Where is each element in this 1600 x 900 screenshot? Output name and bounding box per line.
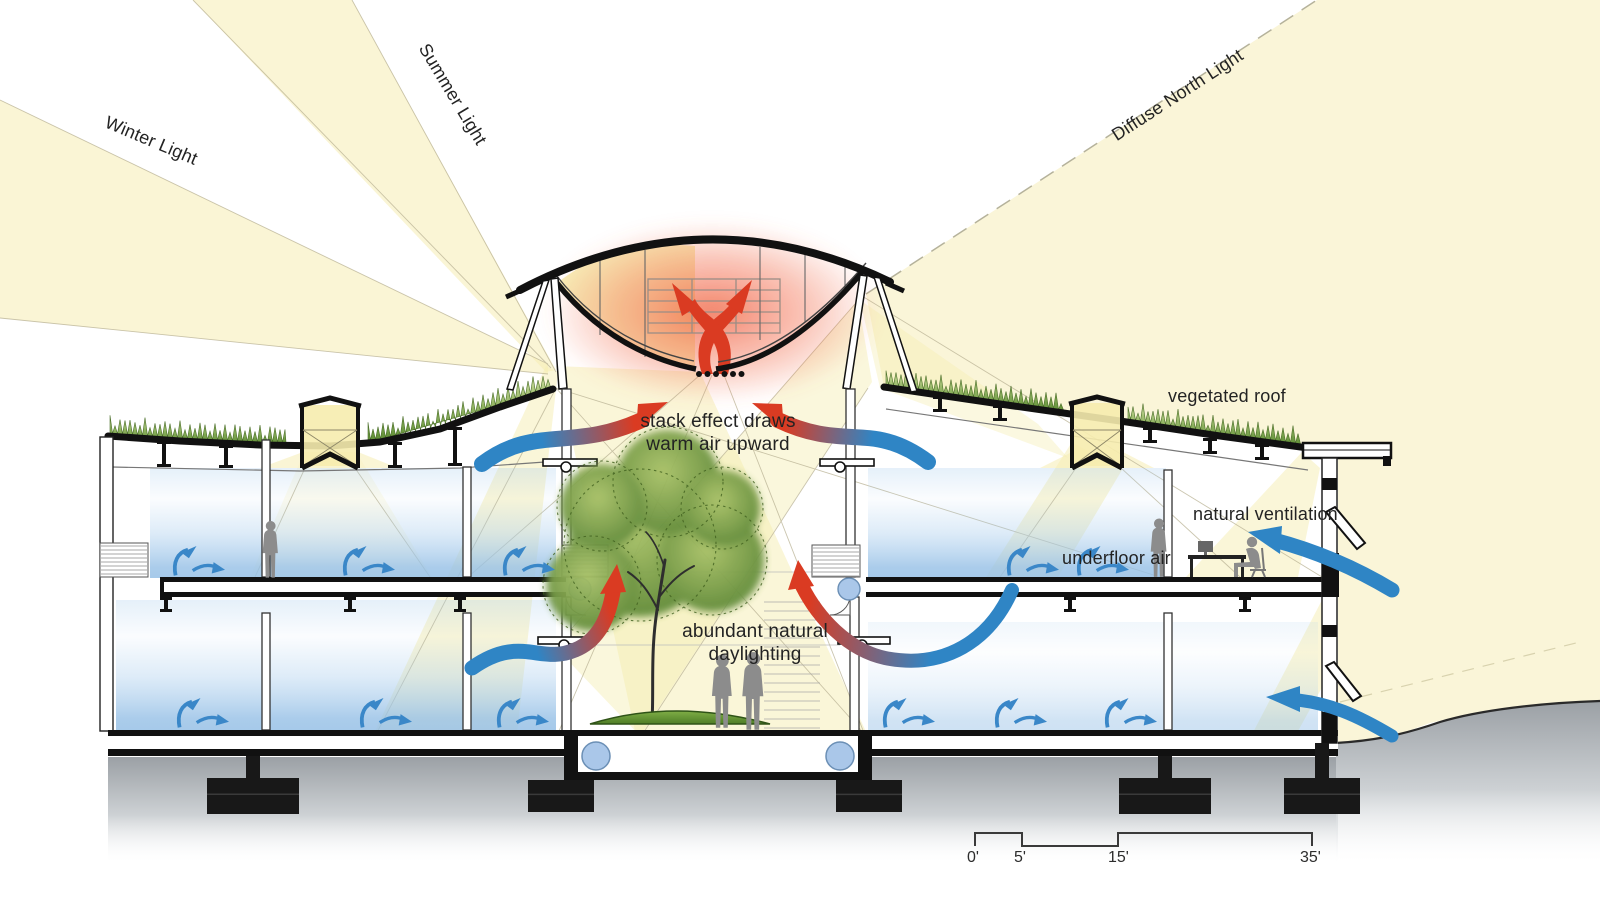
foliage-texture [542,426,768,635]
underfloor-plenum-pit [564,736,872,780]
vent-dots [696,371,745,377]
people [262,518,1266,730]
airflow-ribbons [464,402,1400,743]
supply-duct-right [825,741,855,771]
desk [1188,555,1246,559]
daylighting-line1: abundant natural [682,621,828,642]
right-skylight-monitor [1068,394,1126,471]
open-louver-upper [1324,505,1367,551]
floor-posts [160,597,1251,612]
stack-effect-label: stack effect draws warm air upward [603,410,833,456]
stack-ribbon-right [770,412,936,470]
foundation-footings [207,743,1360,814]
roof-pedestals [157,396,1269,468]
right-sail-baffle [715,268,867,372]
left-ceiling-line [111,461,546,472]
diffuse-north-light-wedge [865,0,1600,743]
atrium-tree [542,426,771,725]
north-light-dashed-boundary [865,0,1318,295]
exhaust-louver-grid [647,278,781,334]
office-chair [1250,547,1266,578]
scale-tick-5: 5' [1014,849,1026,866]
interior-daylight-washes [116,468,1318,731]
left-skylight-monitor [298,395,362,471]
clerestory-mullions [599,247,846,357]
monitor [1198,541,1213,552]
desk-scene [1188,536,1266,578]
underfloor-air-label: underfloor air [1062,548,1171,568]
supply-duct-left [581,741,611,771]
winter-light-beam [0,100,548,374]
upper-floor-slab [160,577,1326,597]
atrium-ribbon-left [464,584,621,676]
stack-effect-line2: warm air upward [646,434,790,455]
scale-bar [974,832,1313,847]
clerestory-roof-cap [516,235,894,294]
left-facade-wall [99,436,114,732]
terrain-outline [1335,699,1600,745]
left-sail-baffle [553,280,697,372]
stack-effect-flames [672,280,752,374]
clerestory-monitor [504,220,918,404]
lower-ventilation-ribbon [1291,693,1399,743]
clerestory-struts [506,274,918,393]
scale-tick-35: 35' [1300,849,1321,866]
scale-tick-15: 15' [1108,849,1129,866]
daylighting-line2: daylighting [708,644,802,665]
stack-ribbon-left [474,412,650,472]
person-seated [1234,536,1261,577]
open-louver-lower [1324,660,1363,703]
stair-hatch [764,601,820,729]
daylighting-label: abundant natural daylighting [645,620,865,666]
roof-edge-canopy [1301,441,1393,466]
natural-ventilation-ribbon [1266,532,1400,598]
atrium-ribbon-right [795,579,1019,668]
natural-ventilation-label: natural ventilation [1193,504,1338,524]
vegetated-roof-label: vegetated roof [1168,386,1286,406]
scale-tick-0: 0' [967,849,979,866]
stack-effect-line1: stack effect draws [640,411,796,432]
right-facade-wall [1321,457,1367,744]
tree-trunk [627,531,695,724]
